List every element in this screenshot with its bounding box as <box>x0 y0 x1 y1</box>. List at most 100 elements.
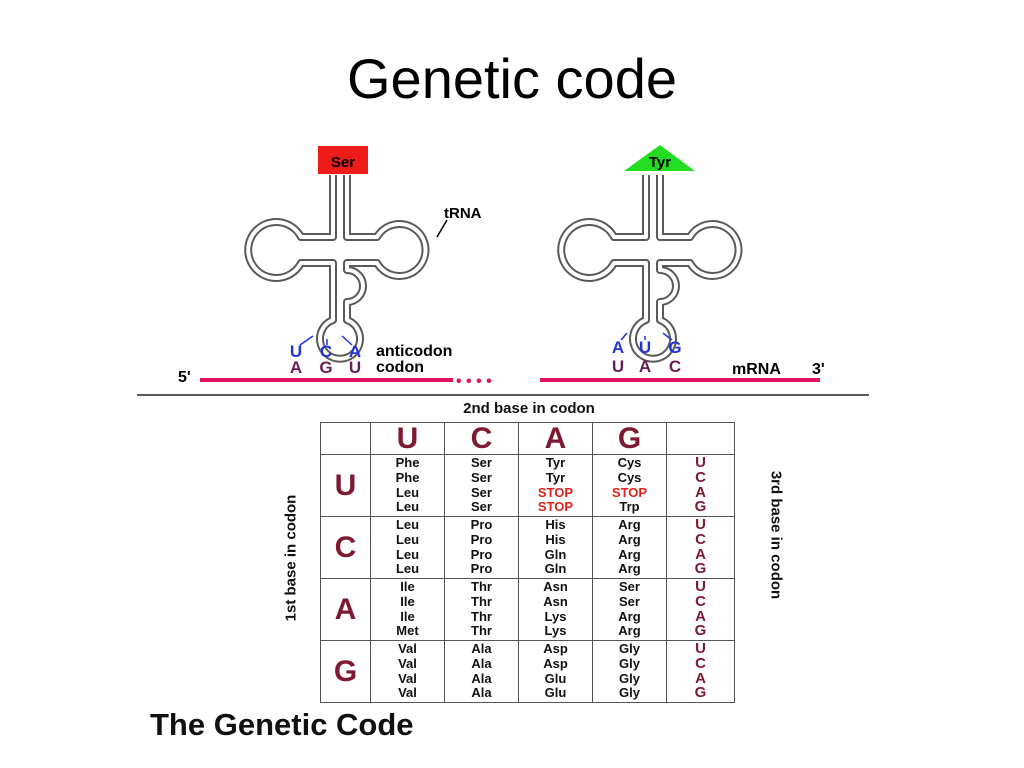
anticodon-bond-right-1 <box>620 332 628 341</box>
amino-acid: Tyr <box>545 469 566 485</box>
amino-acid: Ser <box>471 455 492 471</box>
third-base-letter: G <box>694 560 707 578</box>
trna-pointer-line <box>436 219 448 238</box>
second-base-header: U <box>370 422 445 455</box>
amino-acid: Arg <box>618 546 641 562</box>
amino-acid: Gly <box>619 685 640 701</box>
amino-acid: Ile <box>400 579 415 595</box>
third-base-letter: U <box>695 453 706 471</box>
amino-acid: His <box>545 517 566 533</box>
anticodon-bond-left-3 <box>341 335 353 346</box>
amino-acid: Asn <box>543 593 568 609</box>
amino-acid: Ser <box>619 579 640 595</box>
codon-right-3: C <box>669 357 681 376</box>
second-base-header: G <box>592 422 667 455</box>
three-prime-label: 3' <box>812 361 825 378</box>
anticodon-left-2: C <box>320 342 332 361</box>
second-base-header: C <box>444 422 519 455</box>
amino-acid: Leu <box>395 546 420 562</box>
anticodon-bond-right-3 <box>662 332 673 341</box>
anticodon-left-1: U <box>290 342 302 361</box>
first-base-label: 1st base in codon <box>282 494 300 622</box>
caption: The Genetic Code <box>150 707 414 742</box>
trna-right: Tyr A U G U A C <box>561 145 738 376</box>
amino-acid: Val <box>398 641 417 657</box>
amino-acid: Gln <box>544 561 567 577</box>
amino-acid: Ser <box>471 484 492 500</box>
amino-acid: Leu <box>395 517 420 533</box>
amino-acid-label-right: Tyr <box>649 154 671 171</box>
amino-acid: Pro <box>470 561 493 577</box>
amino-acid: Glu <box>544 670 567 686</box>
third-base-letter: G <box>694 622 707 640</box>
first-base-cell: G <box>320 640 371 703</box>
anticodon-right-2: U <box>639 338 651 357</box>
amino-acid-box-left <box>318 146 368 174</box>
amino-acid: Cys <box>617 455 642 471</box>
amino-acid: Ser <box>619 593 640 609</box>
amino-acid: Ser <box>471 499 492 515</box>
anticodon-right-3: G <box>668 338 681 357</box>
amino-acid: Cys <box>617 469 642 485</box>
amino-acid: Thr <box>471 608 492 624</box>
amino-acid: Glu <box>544 685 567 701</box>
codon-right-2: A <box>639 357 651 376</box>
amino-acid: Arg <box>618 531 641 547</box>
amino-acid: Met <box>396 623 419 639</box>
mrna-dots: • • • • <box>456 373 492 390</box>
amino-acid: Thr <box>471 593 492 609</box>
anticodon-right-1: A <box>612 338 624 357</box>
amino-acid: Leu <box>395 531 420 547</box>
amino-acid-triangle-right <box>624 145 695 171</box>
amino-acid: Pro <box>470 546 493 562</box>
amino-acid: Asn <box>543 579 568 595</box>
corner-cell <box>320 422 371 455</box>
third-base-letter: C <box>695 530 706 548</box>
first-base-cell: C <box>320 516 371 579</box>
amino-acid: Lys <box>544 608 567 624</box>
amino-acid: Arg <box>618 608 641 624</box>
amino-acid: Gln <box>544 546 567 562</box>
third-base-letter: A <box>695 607 706 625</box>
amino-acid: Leu <box>395 499 420 515</box>
third-base-letter: G <box>694 498 707 516</box>
five-prime-label: 5' <box>178 369 191 386</box>
third-base-letter: A <box>695 483 706 501</box>
amino-acid: Phe <box>395 455 420 471</box>
mrna-label: mRNA <box>732 361 781 378</box>
codon-right-1: U <box>612 357 624 376</box>
third-base-letter: C <box>695 468 706 486</box>
amino-acid: Phe <box>395 469 420 485</box>
second-base-header: A <box>518 422 593 455</box>
codon-left-2: G <box>319 358 332 377</box>
amino-acid: Ile <box>400 593 415 609</box>
amino-acid: Asp <box>543 641 568 657</box>
amino-acid: Tyr <box>545 455 566 471</box>
amino-acid: Ile <box>400 608 415 624</box>
third-base-letter: U <box>695 639 706 657</box>
trna-label: tRNA <box>444 205 482 222</box>
third-base-letter: C <box>695 592 706 610</box>
first-base-cell: A <box>320 578 371 641</box>
first-base-cell: U <box>320 454 371 517</box>
stop-codon: STOP <box>611 484 648 500</box>
amino-acid: His <box>545 531 566 547</box>
